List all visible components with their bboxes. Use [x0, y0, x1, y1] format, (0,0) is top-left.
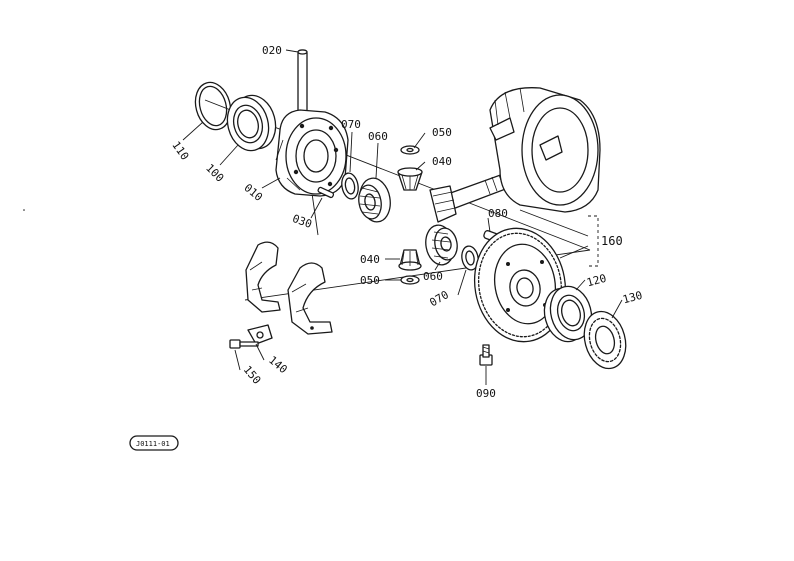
label-030: 030 — [291, 212, 314, 231]
part-040-pinion-lower — [398, 249, 422, 271]
label-050-upper: 050 — [432, 126, 452, 139]
label-040-upper: 040 — [432, 155, 452, 168]
stray-mark — [23, 209, 25, 211]
label-070-lower: 070 — [427, 288, 451, 309]
part-140-lock-plate — [247, 324, 273, 345]
part-010-differential-case — [275, 109, 349, 197]
part-030-pin — [317, 186, 335, 199]
label-100: 100 — [203, 161, 226, 184]
label-050-lower: 050 — [360, 274, 380, 287]
part-050-washer-upper — [400, 145, 420, 155]
label-040-lower: 040 — [360, 253, 380, 266]
reference-tag: J0111-01 — [129, 435, 179, 451]
label-060-upper: 060 — [368, 130, 388, 143]
label-070-upper: 070 — [341, 118, 361, 131]
label-130: 130 — [621, 289, 644, 307]
label-120: 120 — [585, 272, 608, 290]
part-090-bolt — [479, 344, 493, 366]
leader-lines — [182, 49, 623, 385]
label-090: 090 — [476, 387, 496, 400]
part-bearing-cap-front — [287, 262, 333, 335]
part-050-washer-lower — [400, 275, 420, 285]
part-transmission-housing — [489, 87, 601, 213]
label-140: 140 — [266, 353, 290, 376]
label-160: 160 — [601, 234, 623, 248]
label-110: 110 — [169, 139, 191, 163]
part-110-snap-ring — [194, 81, 232, 131]
label-150: 150 — [241, 363, 264, 387]
part-100-bearing — [226, 94, 277, 152]
part-060-side-gear-lower — [425, 224, 458, 266]
part-040-pinion-upper — [397, 167, 423, 191]
part-150-bolt — [229, 339, 259, 349]
label-020: 020 — [262, 44, 282, 57]
label-080: 080 — [488, 207, 508, 220]
label-010: 010 — [241, 181, 265, 204]
part-120-bearing — [543, 285, 593, 343]
reference-tag-text: J0111-01 — [136, 440, 170, 448]
part-070-thrust-washer-lower — [461, 245, 479, 271]
part-ring-gear — [473, 227, 567, 343]
label-060-lower: 060 — [423, 270, 443, 283]
part-130-thrust-bearing — [583, 310, 627, 370]
part-020-pin — [297, 49, 308, 116]
part-060-side-gear-upper — [358, 177, 391, 223]
part-070-thrust-washer-upper — [341, 172, 359, 200]
part-bearing-cap-rear — [245, 241, 281, 313]
